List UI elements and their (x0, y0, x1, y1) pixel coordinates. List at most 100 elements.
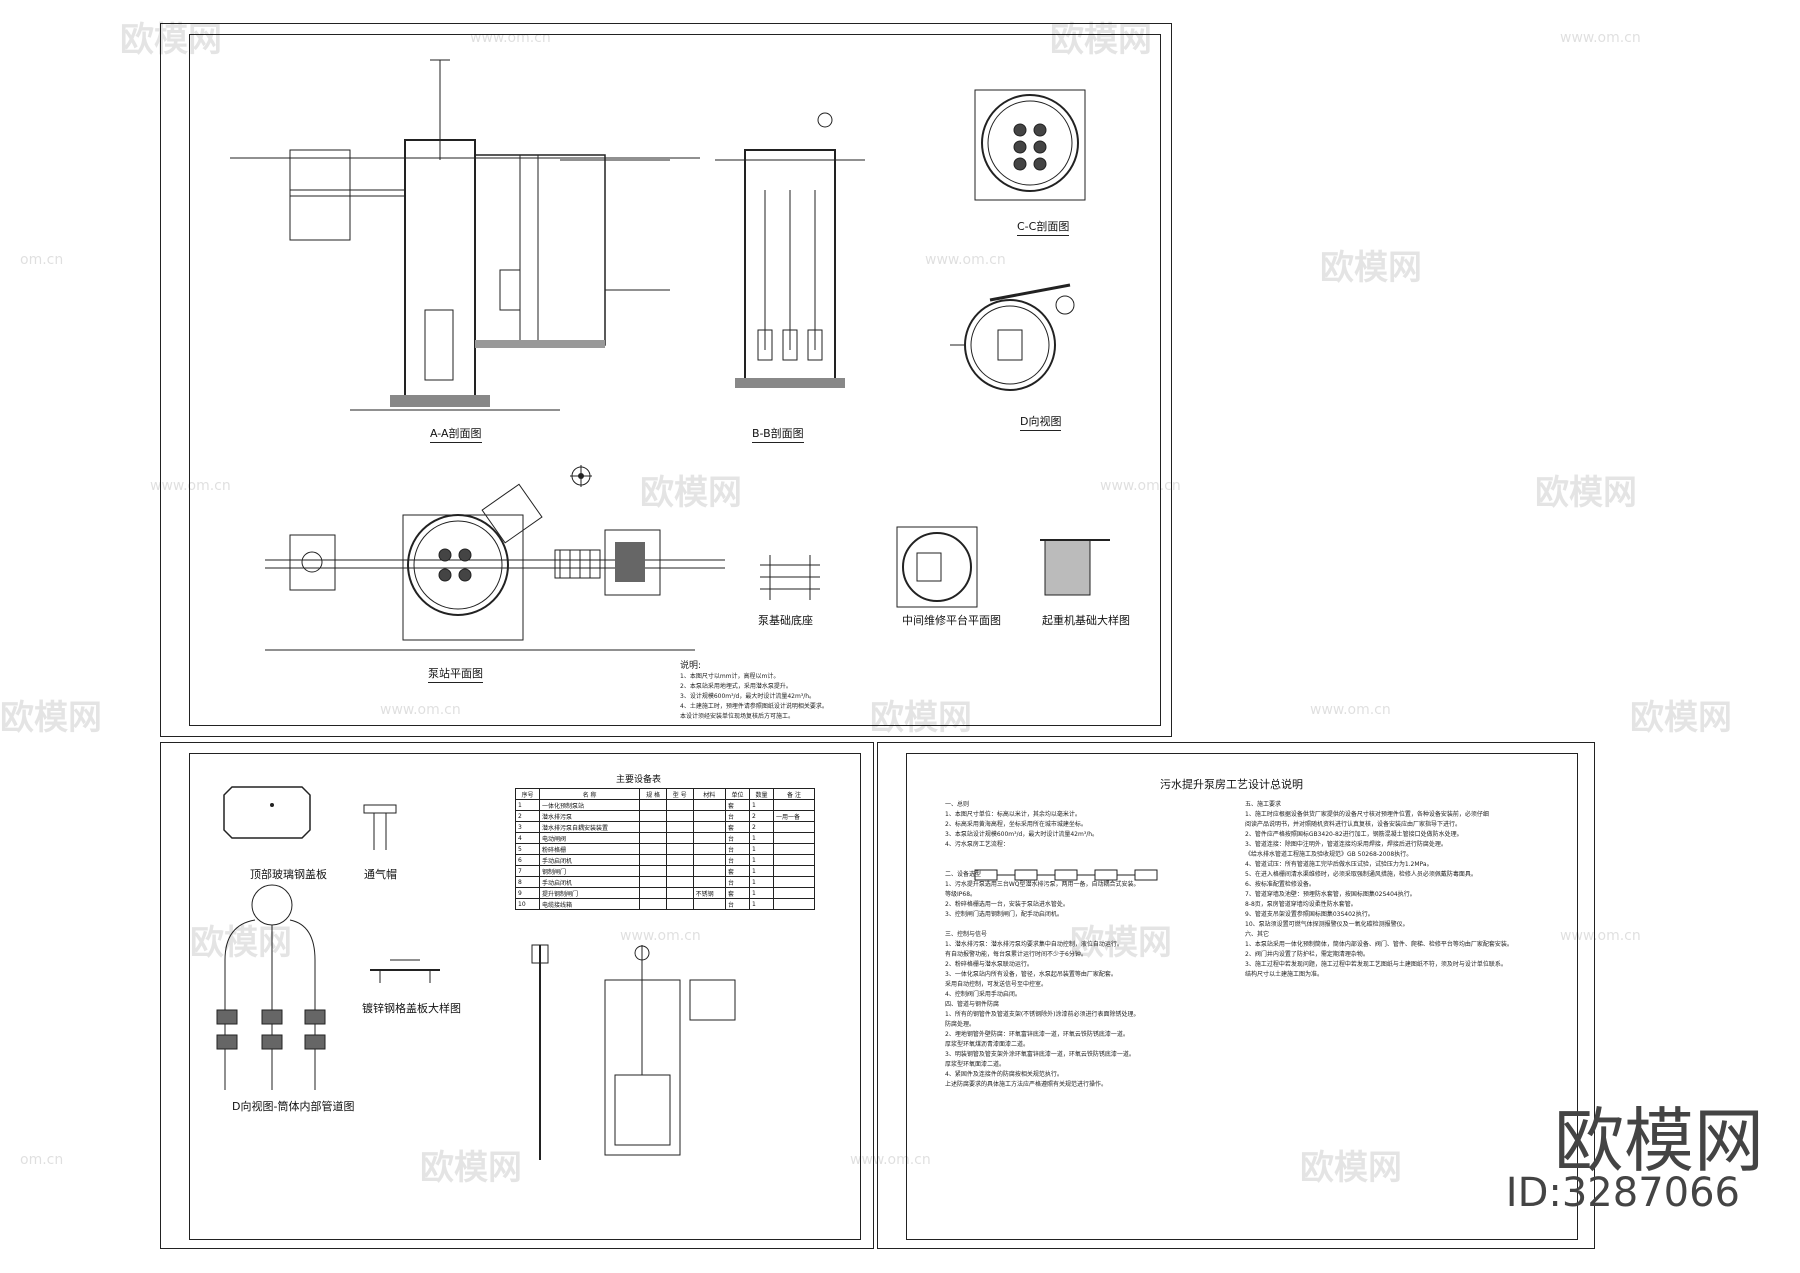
notes-line: 本设计须经安装单位现场复核后方可施工。 (680, 713, 795, 720)
equipment-col-header: 备 注 (773, 788, 815, 800)
equipment-table-header-row: 序号 名 称 规 格 型 号 材料 单位 数量 备 注 (515, 788, 815, 800)
title-top-cover: 顶部玻璃钢盖板 (250, 868, 327, 881)
spec-line: 8-8页，泵房管道穿墙均设柔性防水套管。 (1245, 901, 1357, 908)
spec-line: 4、控制阀门采用手动启闭。 (945, 991, 1021, 998)
watermark-brand: 欧模网 (1630, 698, 1732, 738)
equipment-table-cell (639, 865, 667, 877)
equipment-table-cell (639, 854, 667, 866)
spec-line: 2、粉碎格栅与潜水泵联动运行。 (945, 961, 1033, 968)
equipment-table-cell (639, 832, 667, 844)
equipment-table-cell (639, 799, 667, 811)
watermark-brand-large: 欧模网 (1554, 1100, 1764, 1182)
spec-line: 1、施工时应根据设备供货厂家提供的设备尺寸核对预埋件位置，各种设备安装前，必须仔… (1245, 811, 1489, 818)
equipment-table-cell (639, 876, 667, 888)
watermark-url: www.om.cn (1310, 702, 1391, 718)
drawing-gate (531, 944, 736, 1160)
spec-line: 3、明装钢管及管支架外涂环氧富锌底漆一道，环氧云铁防锈底漆一道。 (945, 1051, 1135, 1058)
equipment-table-cell: 2 (749, 821, 775, 833)
sheet-bottom-right-inner-border (906, 753, 1578, 1240)
equipment-table-cell: 台 (725, 876, 751, 888)
spec-line: 2、阀门井内设置了防护栏，需定期清理杂物。 (1245, 951, 1369, 958)
equipment-table-cell: 8 (515, 876, 540, 888)
title-d-view: D向视图 (1020, 413, 1062, 431)
equipment-table-title: 主要设备表 (616, 775, 662, 785)
equipment-table-cell: 钢制闸门 (538, 865, 641, 877)
equipment-col-header: 数量 (749, 788, 775, 800)
equipment-table-cell: 套 (725, 887, 751, 899)
equipment-table-cell: 1 (749, 799, 775, 811)
equipment-table-cell (692, 854, 727, 866)
equipment-table-cell (692, 898, 727, 910)
spec-line: 2、粉碎格栅选用一台，安装于泵站进水管处。 (945, 901, 1069, 908)
equipment-table-cell: 2 (515, 810, 540, 822)
spec-line: 2、管件应严格按照国标GB3420-82进行加工，钢筋混凝土管接口处做防水处理。 (1245, 831, 1463, 838)
equipment-col-header: 名 称 (538, 788, 641, 800)
drawing-bb-section (715, 112, 865, 388)
spec-line: 厚浆型环氧面漆二道。 (945, 1061, 1006, 1068)
sheet-top (160, 23, 1172, 737)
watermark-url: om.cn (20, 252, 64, 268)
spec-line: 3、一体化泵站内所有设备，管径，水泵起吊装置等由厂家配套。 (945, 971, 1117, 978)
spec-line: 10、泵站须设置可燃气体探测报警仪及一氧化碳检测报警仪。 (1245, 921, 1409, 928)
equipment-table-cell (665, 854, 694, 866)
equipment-table-cell (692, 810, 727, 822)
title-pump-base: 泵基础底座 (758, 614, 813, 627)
equipment-table-cell: 10 (515, 898, 540, 910)
watermark-brand: 欧模网 (1320, 248, 1422, 288)
title-vent-cap: 通气帽 (364, 868, 397, 881)
watermark-url: www.om.cn (620, 928, 701, 944)
equipment-col-header: 型 号 (665, 788, 694, 800)
spec-line: 1、污水提升泵选用三台WQ型潜水排污泵，两用一备，自动耦合式安装。 (945, 881, 1140, 888)
spec-line: 上述防腐要求的具体施工方法应严格遵照有关规范进行操作。 (945, 1081, 1108, 1088)
title-platform: 中间维修平台平面图 (902, 614, 1001, 627)
title-pump-plan: 泵站平面图 (428, 665, 483, 683)
notes-line: 3、设计规模600m³/d，最大时设计流量42m³/h。 (680, 693, 816, 700)
spec-line: 4、管道试压：所有管道施工完毕后做水压试验，试验压力为1.2MPa。 (1245, 861, 1433, 868)
equipment-table-cell: 潜水排污泵自耦安装装置 (538, 821, 641, 833)
sheet-bottom-right (877, 742, 1595, 1249)
equipment-table-cell: 1 (749, 865, 775, 877)
spec-line: 1、本图尺寸单位：标高以米计，其余均以毫米计。 (945, 811, 1081, 818)
spec-line: 7、管道穿墙及池壁：预埋防水套管，按国标图集02S404执行。 (1245, 891, 1416, 898)
equipment-table-cell (773, 887, 815, 899)
equipment-table-cell (692, 865, 727, 877)
drawing-d-view (950, 283, 1075, 391)
watermark-url: www.om.cn (150, 478, 231, 494)
spec-line: 四、管道与钢件防腐 (945, 1001, 1000, 1008)
spec-line: 4、紧固件及连接件的防腐按相关规范执行。 (945, 1071, 1063, 1078)
equipment-table-cell (692, 843, 727, 855)
equipment-col-header: 规 格 (639, 788, 667, 800)
equipment-table-cell: 不锈钢 (692, 887, 727, 899)
equipment-table-cell: 一用一备 (773, 810, 815, 822)
title-crane-base: 起重机基础大样图 (1042, 614, 1130, 627)
drawing-pump-base (760, 555, 820, 600)
drawing-crane-base (1040, 539, 1110, 596)
spec-line (945, 920, 1140, 930)
equipment-table-cell: 手动启闭机 (538, 876, 641, 888)
spec-line: 3、控制闸门选用钢制闸门，配手动启闭机。 (945, 911, 1063, 918)
watermark-brand: 欧模网 (1535, 473, 1637, 513)
watermark-url: www.om.cn (1560, 30, 1641, 46)
title-cc-section: C-C剖面图 (1017, 218, 1070, 236)
spec-line: 等级IP68。 (945, 891, 977, 898)
watermark-url: www.om.cn (850, 1152, 931, 1168)
equipment-table-cell: 台 (725, 832, 751, 844)
equipment-table-cell: 电动闸阀 (538, 832, 641, 844)
equipment-col-header: 单位 (725, 788, 751, 800)
spec-line: 厚浆型环氧煤沥青漆面漆二道。 (945, 1041, 1030, 1048)
equipment-table-cell: 7 (515, 865, 540, 877)
equipment-table-cell: 9 (515, 887, 540, 899)
spec-line: 一、总则 (945, 801, 970, 808)
spec-line: 三、控制与信号 (945, 931, 988, 938)
equipment-table-cell (692, 799, 727, 811)
title-grating: 镀锌钢格盖板大样图 (362, 1002, 461, 1015)
